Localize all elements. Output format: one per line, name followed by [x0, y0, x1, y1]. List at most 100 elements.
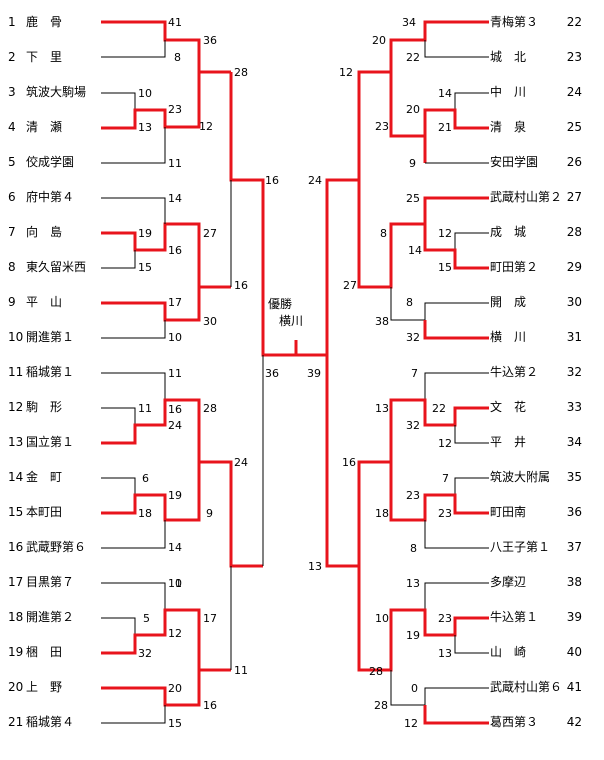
- team-name: 安田学園: [490, 155, 539, 169]
- team-name: 牛込第２: [490, 365, 539, 379]
- team-name: 八王子第１: [490, 540, 551, 554]
- bracket-line: [294, 178, 359, 357]
- bracket-line: [101, 608, 231, 672]
- score: 20: [372, 34, 386, 47]
- score: 17: [168, 296, 182, 309]
- bracket-line: [424, 40, 489, 58]
- score: 12: [404, 717, 418, 730]
- team-name: 稲城第１: [26, 365, 75, 379]
- score: 6: [142, 472, 149, 485]
- score: 5: [143, 612, 150, 625]
- bracket-line: [101, 287, 201, 322]
- team-number: 28: [566, 225, 582, 239]
- team-number: 12: [8, 400, 24, 414]
- team-number: 20: [8, 680, 24, 694]
- bracket-line: [101, 320, 166, 339]
- team-number: 7: [8, 225, 16, 239]
- score: 12: [438, 437, 452, 450]
- team-name: 山 崎: [490, 645, 527, 659]
- score: 11: [168, 367, 182, 380]
- bracket-line: [101, 705, 166, 724]
- team-name: 文 花: [490, 400, 527, 414]
- team-name: 下 里: [26, 50, 63, 64]
- bracket-line: [101, 372, 166, 400]
- score: 11: [234, 664, 248, 677]
- team-number: 2: [8, 50, 16, 64]
- team-name: 上 野: [26, 680, 63, 694]
- team-name: 開進第１: [26, 330, 75, 344]
- team-number: 5: [8, 155, 16, 169]
- team-number: 34: [566, 435, 582, 449]
- team-name: 稲城第４: [26, 715, 75, 729]
- bracket-line: [454, 232, 489, 250]
- team-number: 19: [8, 645, 24, 659]
- team-number: 39: [566, 610, 582, 624]
- bracket-line: [423, 224, 489, 270]
- bracket-line: [101, 398, 263, 568]
- team-number: 18: [8, 610, 24, 624]
- team-number: 23: [566, 50, 582, 64]
- bracket-line: [389, 462, 489, 522]
- score: 16: [265, 174, 279, 187]
- score: 13: [438, 647, 452, 660]
- score: 7: [442, 472, 449, 485]
- team-name: 横 川: [490, 330, 527, 344]
- bracket-line: [101, 197, 166, 224]
- team-name: 牛込第１: [490, 610, 539, 624]
- score: 16: [234, 279, 248, 292]
- score: 15: [438, 261, 452, 274]
- team-number: 17: [8, 575, 24, 589]
- score: 19: [406, 629, 420, 642]
- team-number: 42: [566, 715, 582, 729]
- team-name: 葛西第３: [490, 715, 539, 729]
- bracket-line: [101, 462, 201, 522]
- score: 12: [168, 627, 182, 640]
- team-number: 33: [566, 400, 582, 414]
- team-number: 15: [8, 505, 24, 519]
- team-number: 35: [566, 470, 582, 484]
- score: 19: [168, 489, 182, 502]
- score: 38: [375, 315, 389, 328]
- team-name: 本町田: [26, 505, 63, 519]
- team-name: 筑波大附属: [490, 470, 551, 484]
- score: 16: [168, 244, 182, 257]
- score: 11: [168, 157, 182, 170]
- team-name: 清 泉: [490, 120, 527, 134]
- score: 14: [168, 541, 182, 554]
- score: 27: [343, 279, 357, 292]
- team-number: 36: [566, 505, 582, 519]
- team-number: 40: [566, 645, 582, 659]
- score: 7: [411, 367, 418, 380]
- score: 23: [375, 120, 389, 133]
- score: 36: [265, 367, 279, 380]
- score: 13: [375, 402, 389, 415]
- team-name: 町田南: [490, 505, 527, 519]
- team-name: 成 城: [490, 225, 527, 239]
- bracket-line: [101, 40, 166, 58]
- score: 8: [380, 227, 387, 240]
- team-name: 多摩辺: [490, 575, 527, 589]
- score: 19: [138, 227, 152, 240]
- champion-label: 優勝: [268, 297, 293, 311]
- score: 14: [438, 87, 452, 100]
- score: 18: [138, 507, 152, 520]
- team-name: 青梅第３: [490, 15, 539, 29]
- score: 24: [234, 456, 248, 469]
- score: 17: [203, 612, 217, 625]
- team-name: 武蔵村山第６: [490, 680, 563, 694]
- score: 30: [203, 315, 217, 328]
- bracket-line: [357, 70, 391, 180]
- team-number: 4: [8, 120, 16, 134]
- score: 13: [406, 577, 420, 590]
- score: 36: [203, 34, 217, 47]
- bracket-line: [423, 108, 489, 136]
- team-number: 8: [8, 260, 16, 274]
- score: 24: [168, 419, 182, 432]
- score: 16: [203, 699, 217, 712]
- bracket-line: [454, 92, 489, 110]
- score: 10: [168, 331, 182, 344]
- score: 23: [168, 103, 182, 116]
- team-name: 府中第４: [26, 190, 75, 204]
- bracket-line: [424, 582, 489, 610]
